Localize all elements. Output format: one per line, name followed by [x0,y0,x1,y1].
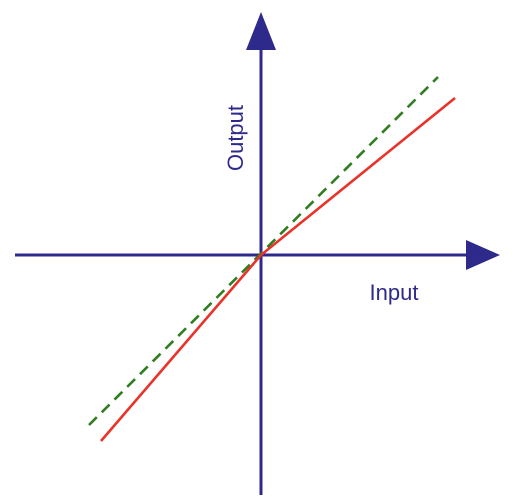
solid-line [100,96,456,442]
x-axis-label: Input [370,280,419,305]
dashed-line [88,76,439,426]
x-axis-arrowhead [466,240,500,270]
y-axis-label: Output [223,105,248,171]
y-axis-arrowhead [246,12,276,50]
